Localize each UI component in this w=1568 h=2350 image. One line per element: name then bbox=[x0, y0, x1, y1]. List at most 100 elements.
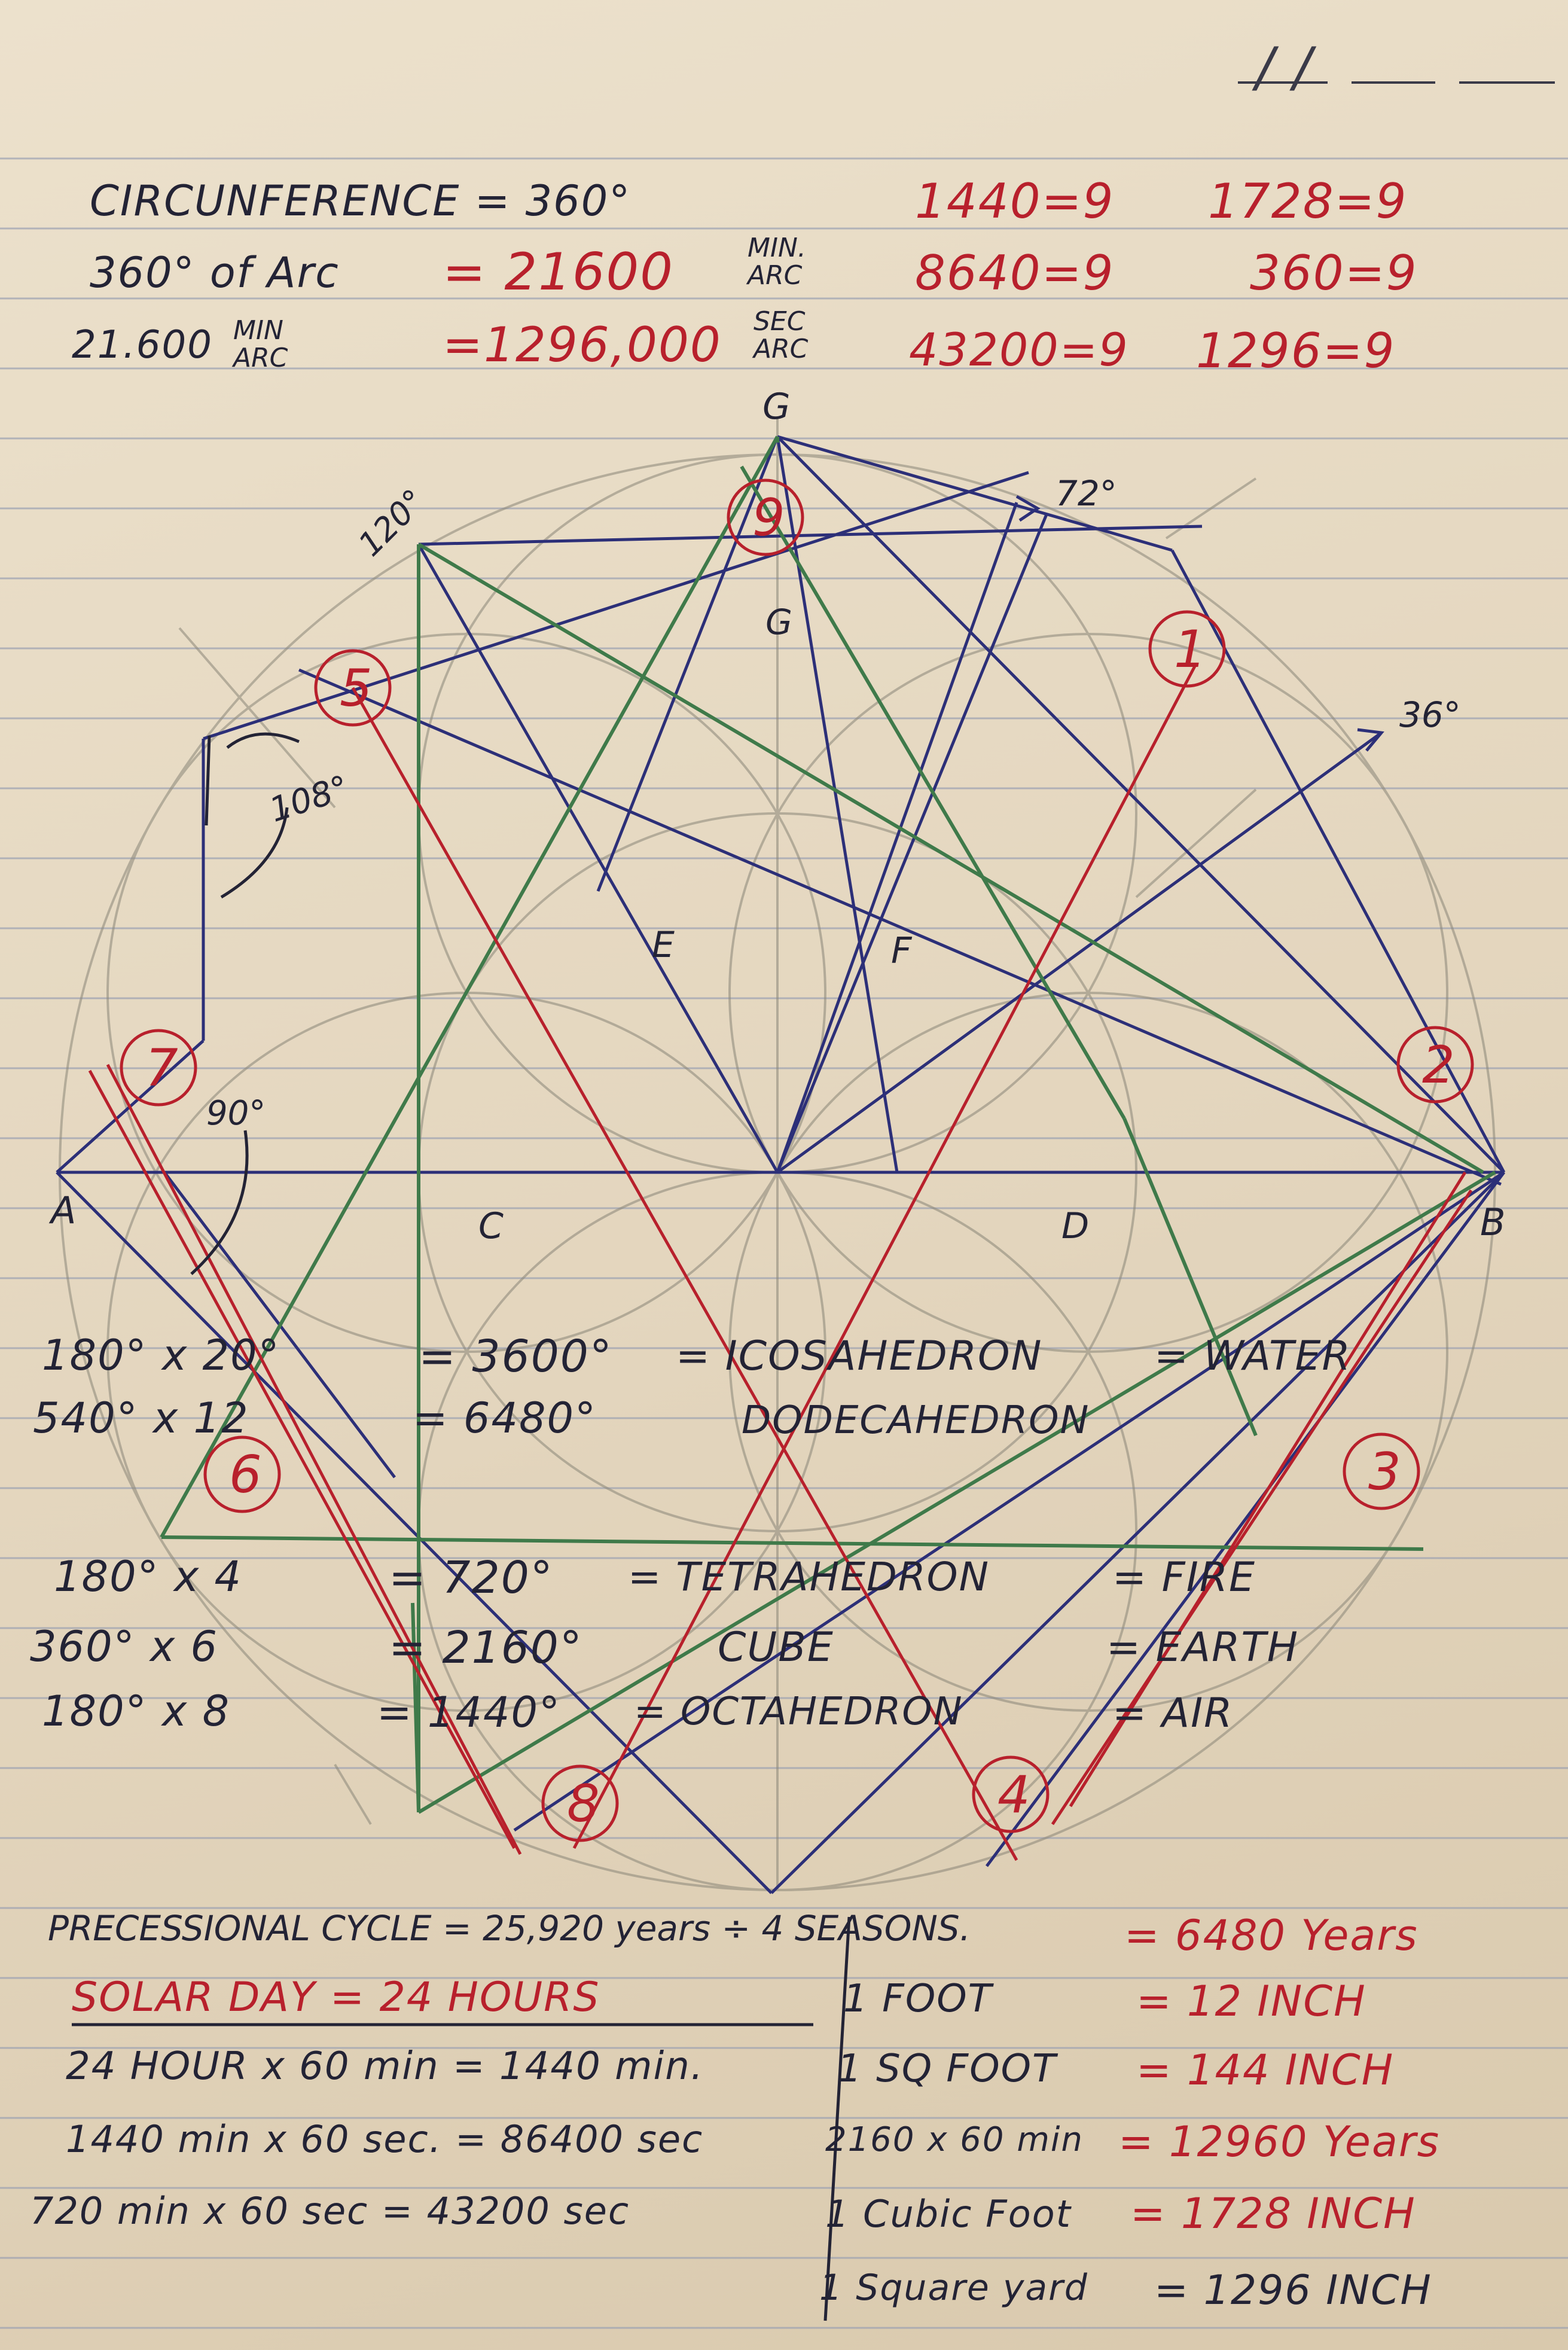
header-sec-sup: SEC ARC bbox=[754, 306, 809, 364]
number-circle-9 bbox=[727, 478, 804, 556]
circle-number-7: 7 bbox=[145, 1038, 178, 1098]
note-square-yard-result: = 1296 INCH bbox=[1154, 2267, 1432, 2314]
note-1440-min: 1440 min x 60 sec. = 86400 sec bbox=[66, 2117, 704, 2161]
label-g-apex: G bbox=[762, 386, 791, 428]
solid-tetrahedron-expr: 180° x 4 bbox=[54, 1552, 243, 1601]
red-line bbox=[351, 687, 1018, 1861]
note-foot: 1 FOOT bbox=[843, 1977, 993, 2021]
solid-icosahedron-element: = WATER bbox=[1154, 1333, 1352, 1380]
solid-cube-expr: 360° x 6 bbox=[30, 1622, 219, 1671]
solid-dodecahedron-result: = 6480° bbox=[413, 1394, 597, 1443]
note-2160-result: = 12960 Years bbox=[1118, 2117, 1441, 2166]
arrowhead-72 bbox=[1015, 495, 1041, 522]
label-72deg: 72° bbox=[1055, 473, 1117, 514]
label-e: E bbox=[652, 924, 675, 966]
solid-cube-element: = EARTH bbox=[1106, 1624, 1299, 1671]
note-solar-day: SOLAR DAY = 24 HOURS bbox=[72, 1974, 600, 2021]
number-circle-8 bbox=[541, 1764, 619, 1842]
circle-number-6: 6 bbox=[229, 1445, 262, 1505]
note-720-min: 720 min x 60 sec = 43200 sec bbox=[30, 2189, 630, 2233]
solid-octahedron-expr: 180° x 8 bbox=[42, 1687, 231, 1736]
header-arc-left: 360° of Arc bbox=[90, 248, 340, 297]
blue-line bbox=[418, 525, 1203, 546]
pencil-tick-2 bbox=[1135, 788, 1257, 898]
solid-octahedron-name: = OCTAHEDRON bbox=[634, 1690, 963, 1734]
blue-line bbox=[513, 1171, 1505, 1832]
header-minarc-left: 21.600 bbox=[72, 323, 213, 367]
header-num-1296: 1296=9 bbox=[1196, 323, 1396, 379]
circle-number-3: 3 bbox=[1368, 1442, 1401, 1502]
pencil-tick-1 bbox=[178, 627, 336, 809]
label-g-inner: G bbox=[765, 602, 792, 642]
blue-lines bbox=[56, 435, 1506, 1894]
solid-dodecahedron-name: DODECAHEDRON bbox=[742, 1398, 1090, 1443]
arrowhead-36 bbox=[1357, 728, 1384, 752]
green-line bbox=[160, 435, 779, 1538]
header-num-360: 360=9 bbox=[1250, 245, 1418, 301]
label-36deg: 36° bbox=[1399, 694, 1461, 735]
solid-cube-result: = 2160° bbox=[389, 1622, 583, 1674]
note-cubic-foot-result: = 1728 INCH bbox=[1130, 2189, 1416, 2238]
pencil-tick-4 bbox=[334, 1763, 372, 1825]
green-line bbox=[417, 542, 1484, 1174]
diagram-labels: G G A B C D E F 120° 72° 36° 108° 90° bbox=[48, 386, 1506, 1247]
label-f: F bbox=[891, 930, 913, 972]
solid-icosahedron-name: = ICOSAHEDRON bbox=[676, 1333, 1043, 1380]
header-num-1440: 1440=9 bbox=[915, 173, 1115, 229]
blue-line bbox=[776, 502, 1018, 1173]
note-square-yard: 1 Square yard bbox=[819, 2267, 1088, 2309]
header-num-43200: 43200=9 bbox=[909, 323, 1129, 376]
header-circumference: CIRCUNFERENCE = 360° bbox=[90, 176, 632, 225]
label-90deg: 90° bbox=[206, 1094, 266, 1133]
solid-icosahedron-expr: 180° x 20° bbox=[42, 1331, 280, 1380]
angle-arcs bbox=[190, 732, 300, 1275]
arc-108 bbox=[226, 732, 300, 749]
blue-line bbox=[203, 471, 1029, 740]
circle-number-9: 9 bbox=[752, 488, 785, 548]
label-b: B bbox=[1480, 1200, 1506, 1244]
header-arc-sup: MIN. ARC bbox=[748, 233, 806, 291]
header-num-1728: 1728=9 bbox=[1208, 173, 1408, 229]
blue-line bbox=[596, 436, 779, 892]
blue-line bbox=[985, 1171, 1506, 1867]
red-line bbox=[572, 663, 1198, 1849]
blue-line bbox=[298, 668, 1502, 1186]
flower-circle-upper-left bbox=[106, 633, 826, 1353]
solid-cube-name: CUBE bbox=[718, 1624, 834, 1671]
circle-number-8: 8 bbox=[567, 1774, 600, 1834]
number-circle-2 bbox=[1396, 1026, 1474, 1104]
circle-number-1: 1 bbox=[1174, 620, 1207, 679]
solid-octahedron-element: = AIR bbox=[1112, 1690, 1234, 1737]
arc-marker bbox=[205, 735, 211, 826]
header-arc-value: = 21600 bbox=[443, 242, 674, 302]
arc-90 bbox=[190, 1130, 249, 1275]
red-line bbox=[106, 1063, 522, 1855]
solid-tetrahedron-name: = TETRAHEDRON bbox=[628, 1554, 990, 1600]
header-num-8640: 8640=9 bbox=[915, 245, 1115, 301]
note-foot-result: = 12 INCH bbox=[1136, 1977, 1366, 2026]
red-line bbox=[1051, 1189, 1473, 1825]
solid-tetrahedron-element: = FIRE bbox=[1112, 1554, 1256, 1601]
green-lines bbox=[160, 435, 1496, 1814]
number-circle-6 bbox=[203, 1435, 281, 1513]
note-precession: PRECESSIONAL CYCLE = 25,920 years ÷ 4 SE… bbox=[48, 1908, 971, 1949]
number-circle-1 bbox=[1148, 610, 1226, 688]
blue-line bbox=[776, 435, 1505, 1174]
green-line bbox=[1122, 1117, 1258, 1437]
blue-line bbox=[776, 514, 1048, 1173]
red-line bbox=[1069, 1171, 1467, 1808]
number-circle-4 bbox=[972, 1755, 1050, 1833]
flower-circle-upper-right bbox=[728, 633, 1448, 1353]
number-circle-3 bbox=[1343, 1432, 1420, 1510]
label-a: A bbox=[48, 1188, 76, 1232]
label-d: D bbox=[1061, 1205, 1089, 1247]
circle-number-5: 5 bbox=[340, 659, 373, 718]
note-cubic-foot: 1 Cubic Foot bbox=[825, 2192, 1072, 2236]
note-precession-result: = 6480 Years bbox=[1124, 1911, 1418, 1960]
green-line bbox=[161, 1535, 1424, 1551]
blue-line bbox=[777, 435, 1173, 552]
note-24-hour: 24 HOUR x 60 min = 1440 min. bbox=[66, 2044, 704, 2089]
